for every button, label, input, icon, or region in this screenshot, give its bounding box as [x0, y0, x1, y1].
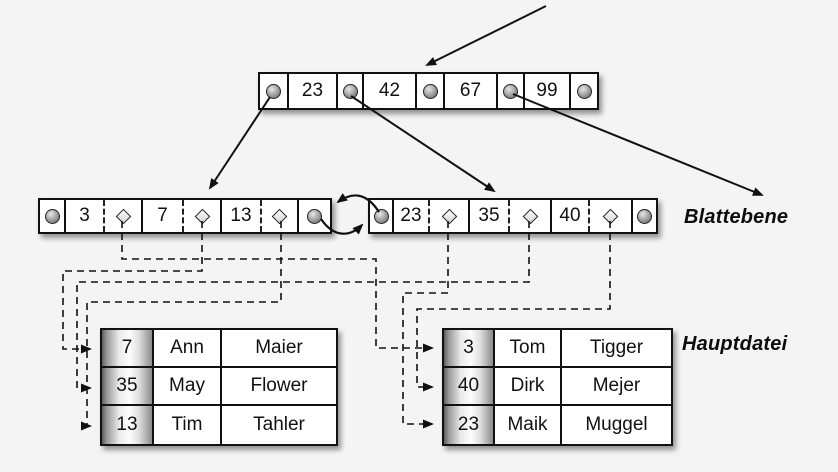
root-key: 42 [378, 80, 401, 101]
record-pointer-diamond-icon [522, 208, 538, 224]
record-lastname: Tigger [562, 330, 671, 368]
pointer-circle-icon [576, 83, 592, 99]
record-key: 13 [102, 406, 154, 444]
record-pointer-diamond-icon [115, 208, 131, 224]
record-lastname: Mejer [562, 368, 671, 406]
record-lastname: Flower [222, 368, 336, 406]
record-lastname: Maier [222, 330, 336, 368]
root-key-cell: 23 [289, 74, 338, 108]
leaf-record-ref-cell [105, 200, 143, 232]
main-file-label: Hauptdatei [682, 333, 788, 355]
record-lastname: Tahler [222, 406, 336, 444]
record-pointer-diamond-icon [441, 208, 457, 224]
leaf-record-ref-cell [262, 200, 299, 232]
arrow-root-to-right-leaf [350, 95, 496, 193]
pointer-circle-icon [266, 83, 281, 99]
leaf-key: 40 [559, 205, 581, 226]
record-pointer-diamond-icon [271, 208, 288, 224]
record-pointer-diamond-icon [194, 208, 210, 224]
pointer-circle-icon [503, 83, 518, 99]
leaf-record-ref-cell [184, 200, 222, 232]
leaf-node-left: 3 7 13 [38, 198, 332, 234]
root-key-cell: 99 [525, 74, 571, 108]
record-lastname: Muggel [562, 406, 671, 444]
leaf-key: 7 [157, 205, 168, 226]
leaf-pointer-cell [40, 200, 66, 232]
root-key: 67 [459, 80, 482, 101]
record-firstname: Maik [495, 406, 562, 444]
leaf-key-cell: 23 [394, 200, 430, 232]
leaf-key-cell: 40 [552, 200, 590, 232]
leaf-record-ref-cell [590, 200, 633, 232]
leaf-key-cell: 35 [470, 200, 510, 232]
root-pointer-cell [571, 74, 597, 108]
record-firstname: Tom [495, 330, 562, 368]
leaf-key-cell: 3 [66, 200, 105, 232]
root-node: 23 42 67 99 [258, 72, 599, 110]
record-firstname: Tim [154, 406, 222, 444]
leaf-key: 3 [79, 205, 90, 226]
leaf-pointer-cell [299, 200, 330, 232]
record-key: 23 [444, 406, 495, 444]
pointer-circle-icon [637, 208, 652, 224]
record-key: 7 [102, 330, 154, 368]
record-firstname: Dirk [495, 368, 562, 406]
pointer-circle-icon [307, 208, 322, 224]
root-key: 99 [536, 80, 558, 101]
leaf-record-ref-cell [510, 200, 552, 232]
root-key-cell: 67 [445, 74, 498, 108]
pointer-circle-icon [342, 83, 358, 99]
leaf-level-label: Blattebene [684, 206, 789, 228]
root-pointer-cell [338, 74, 364, 108]
leaf-key-cell: 13 [222, 200, 262, 232]
record-table-left: 7 Ann Maier 35 May Flower 13 Tim Tahler [100, 328, 338, 446]
root-pointer-cell [417, 74, 445, 108]
record-key: 3 [444, 330, 495, 368]
record-key: 35 [102, 368, 154, 406]
leaf-key: 35 [478, 205, 500, 226]
record-pointer-diamond-icon [602, 208, 619, 224]
root-key: 23 [301, 80, 324, 101]
record-table-right: 3 Tom Tigger 40 Dirk Mejer 23 Maik Mugge… [442, 328, 673, 446]
leaf-node-right: 23 35 40 [368, 198, 658, 234]
arrow-root-to-left-leaf [208, 96, 271, 190]
root-key-cell: 42 [364, 74, 417, 108]
pointer-circle-icon [422, 83, 438, 99]
record-key: 40 [444, 368, 495, 406]
root-pointer-cell [498, 74, 525, 108]
record-firstname: May [154, 368, 222, 406]
leaf-record-ref-cell [430, 200, 470, 232]
leaf-pointer-cell [633, 200, 656, 232]
leaf-key-cell: 7 [143, 200, 184, 232]
pointer-circle-icon [373, 208, 389, 224]
leaf-key: 23 [400, 205, 422, 226]
record-firstname: Ann [154, 330, 222, 368]
root-pointer-cell [260, 74, 289, 108]
leaf-key: 13 [230, 205, 252, 226]
arrow-into-root [425, 5, 547, 66]
pointer-circle-icon [44, 208, 60, 224]
leaf-pointer-cell [370, 200, 394, 232]
